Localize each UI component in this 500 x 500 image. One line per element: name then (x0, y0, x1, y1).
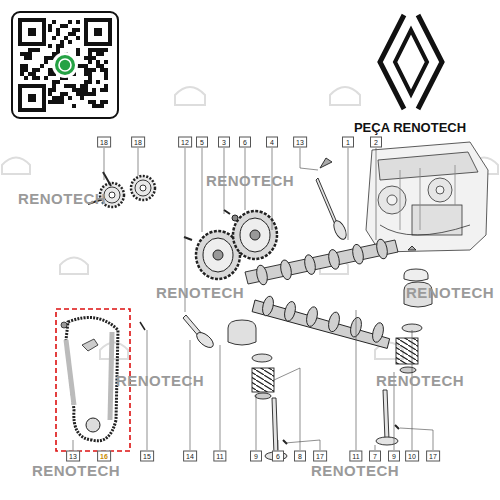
watermark: RENOTECH (406, 285, 494, 300)
callout-number: 2 (370, 137, 382, 148)
callout-number: 4 (266, 137, 278, 148)
callout-number: 7 (369, 451, 381, 462)
callout-number: 9 (250, 451, 262, 462)
callout-number: 11 (349, 451, 362, 462)
callout-number: 11 (213, 451, 226, 462)
camshaft (245, 238, 398, 348)
watermark: RENOTECH (18, 191, 106, 206)
callout-number: 18 (97, 137, 111, 148)
valve-train (228, 269, 432, 444)
valve (183, 158, 416, 460)
leader-line (73, 148, 433, 450)
callout-number: 18 (131, 137, 145, 148)
brand-name: PEÇA RENOTECH (354, 121, 466, 134)
callout-number: 8 (294, 451, 306, 462)
callout-number: 9 (388, 451, 400, 462)
engine-sketch (366, 142, 488, 252)
watermark: RENOTECH (32, 463, 120, 478)
watermark: RENOTECH (376, 373, 464, 388)
watermark: RENOTECH (206, 173, 294, 188)
callout-number: 16 (97, 451, 111, 462)
callout-number: 13 (66, 451, 80, 462)
callout-number: 13 (293, 137, 307, 148)
callout-number: 15 (140, 451, 154, 462)
callout-number: 12 (178, 137, 192, 148)
callout-number: 14 (183, 451, 197, 462)
renault-logo (380, 15, 442, 109)
callout-number: 10 (405, 451, 419, 462)
watermark: RENOTECH (311, 463, 399, 478)
callout-number: 1 (342, 137, 354, 148)
callout-number: 6 (272, 451, 284, 462)
watermark: RENOTECH (156, 285, 244, 300)
callout-number: 17 (313, 451, 327, 462)
callout-number: 5 (196, 137, 208, 148)
callout-number: 17 (426, 451, 440, 462)
qr-code (12, 12, 118, 118)
callout-number: 3 (218, 137, 230, 148)
callout-number: 6 (239, 137, 251, 148)
watermark: RENOTECH (116, 373, 204, 388)
